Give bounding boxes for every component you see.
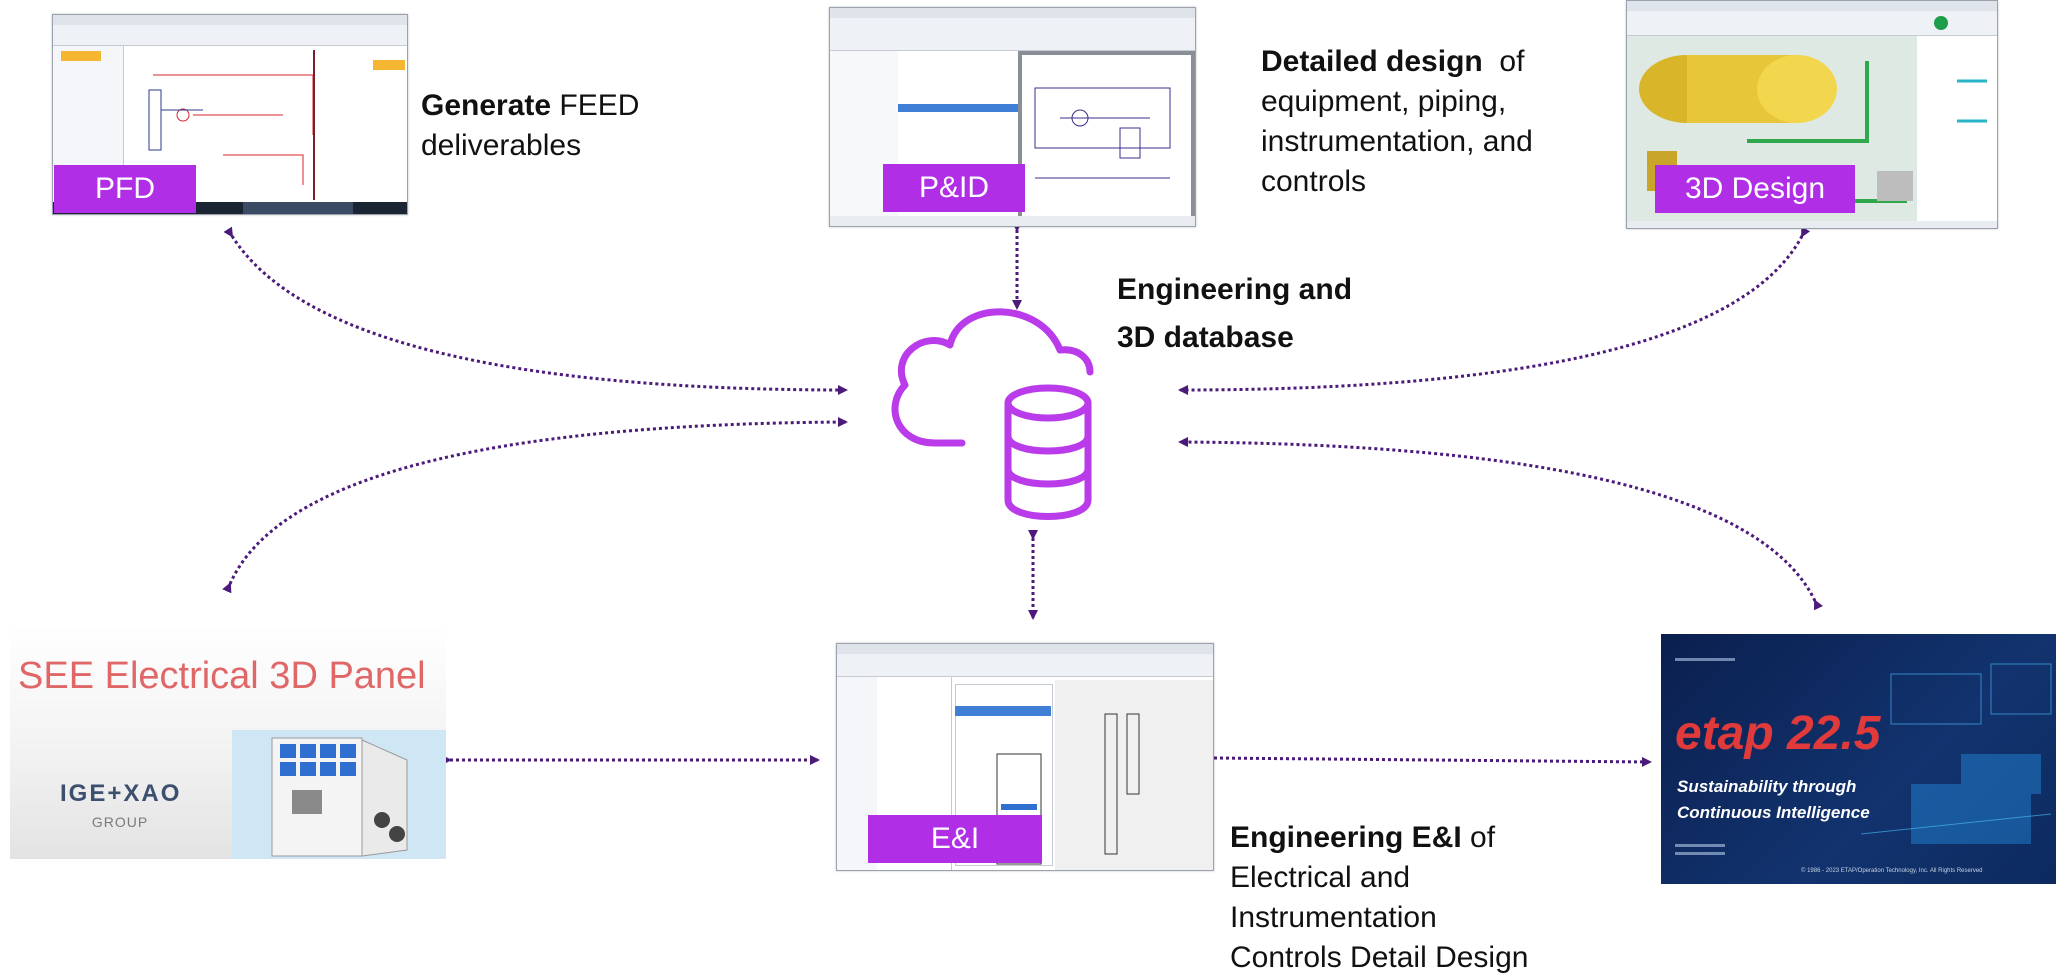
ei-caption-line-3: Controls Detail Design <box>1230 941 1529 974</box>
arrow-pfd-database <box>223 226 848 395</box>
pid-caption-line-3: controls <box>1261 165 1367 198</box>
arrow-3d-database <box>1178 226 1811 395</box>
etap-title: etap 22.5 <box>1675 707 1881 760</box>
database-caption-line-1: Engineering and <box>1117 273 1353 306</box>
database-caption: Engineering and 3D database <box>1117 266 1352 362</box>
ei-label: E&I <box>868 815 1042 863</box>
arrow-see-database <box>222 417 848 594</box>
pid-caption-line-2: instrumentation, and <box>1261 125 1533 158</box>
pfd-caption: Generate FEED deliverables <box>421 86 639 166</box>
etap-tagline: Sustainability through Continuous Intell… <box>1677 774 1870 826</box>
etap-copyright: © 1986 - 2023 ETAP/Operation Technology,… <box>1801 868 1983 874</box>
pid-label: P&ID <box>883 164 1025 212</box>
ei-caption-line-1: Electrical and <box>1230 861 1411 894</box>
ige-xao-logo-text: IGE+XAO <box>60 780 182 807</box>
database-caption-line-2: 3D database <box>1117 321 1294 354</box>
electrical-cabinet-image <box>232 730 446 859</box>
see-electrical-title: SEE Electrical 3D Panel <box>18 655 426 697</box>
etap-splash-image: etap 22.5 Sustainability through Continu… <box>1661 634 2056 884</box>
arrow-ei-etap <box>1205 752 1652 767</box>
ige-xao-logo: IGE+XAO GROUP <box>60 780 180 830</box>
pfd-caption-line2: deliverables <box>421 129 582 162</box>
pid-caption-rest: of <box>1482 45 1525 78</box>
design3d-label: 3D Design <box>1655 165 1855 213</box>
pfd-caption-rest: FEED <box>551 89 640 122</box>
ige-xao-logo-sub: GROUP <box>91 814 149 830</box>
pid-caption-bold: Detailed design <box>1261 45 1483 78</box>
arrow-etap-database <box>1178 437 1823 611</box>
pfd-screenshot <box>52 14 408 215</box>
ei-caption-rest: of <box>1461 821 1496 854</box>
pid-caption-line-1: equipment, piping, <box>1261 85 1507 118</box>
etap-tagline-line-2: Continuous Intelligence <box>1677 803 1870 822</box>
ei-caption-bold: Engineering E&I <box>1230 821 1462 854</box>
see-electrical-panel-image: SEE Electrical 3D Panel IGE+XAO GROUP <box>10 625 446 859</box>
pfd-label: PFD <box>54 165 196 213</box>
ei-caption: Engineering E&I of Electrical and Instru… <box>1230 818 1528 978</box>
etap-tagline-line-1: Sustainability through <box>1677 777 1857 796</box>
ei-caption-line-2: Instrumentation <box>1230 901 1437 934</box>
pid-screenshot <box>829 7 1196 227</box>
pfd-caption-bold: Generate <box>421 89 552 122</box>
pid-caption: Detailed design of equipment, piping, in… <box>1261 42 1533 202</box>
